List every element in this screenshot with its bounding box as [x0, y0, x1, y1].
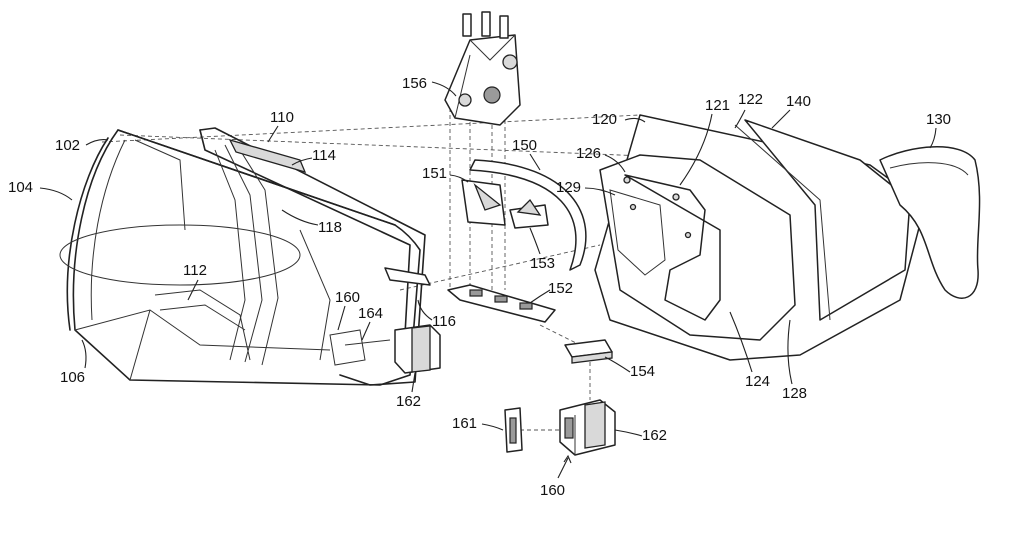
label-153: 153	[530, 255, 555, 272]
label-162a: 162	[396, 393, 421, 410]
label-151: 151	[422, 165, 447, 182]
label-102: 102	[55, 137, 80, 154]
camera-assembly-160	[504, 399, 616, 456]
component-154	[564, 339, 613, 364]
label-114: 114	[312, 147, 336, 164]
label-121: 121	[705, 97, 730, 114]
label-129: 129	[556, 179, 581, 196]
label-162b: 162	[642, 427, 667, 444]
label-154: 154	[630, 363, 655, 380]
label-118: 118	[318, 219, 342, 236]
label-150: 150	[512, 137, 537, 154]
bracket-150	[461, 159, 587, 271]
label-112: 112	[183, 262, 207, 279]
label-160b: 160	[540, 482, 565, 499]
label-124: 124	[745, 373, 770, 390]
label-104: 104	[8, 179, 33, 196]
label-110: 110	[270, 109, 294, 126]
label-116: 116	[432, 313, 456, 330]
label-161: 161	[452, 415, 477, 432]
label-160a: 160	[335, 289, 360, 306]
visor-shell	[59, 129, 421, 386]
label-120: 120	[592, 111, 617, 128]
label-130: 130	[926, 111, 951, 128]
label-140: 140	[786, 93, 811, 110]
camera-assembly-162	[329, 324, 441, 374]
label-128: 128	[782, 385, 807, 402]
camera-module-156	[444, 11, 521, 126]
label-164: 164	[358, 305, 383, 322]
label-126: 126	[576, 145, 601, 162]
label-106: 106	[60, 369, 85, 386]
label-152: 152	[548, 280, 573, 297]
headset-body	[594, 114, 926, 361]
reference-labels: 102 104 106 110 112 114 116 118 120 121 …	[8, 75, 951, 499]
label-122: 122	[738, 91, 763, 108]
mounting-plate-152	[384, 267, 556, 323]
head-pad-130	[879, 146, 981, 299]
lens-frame	[154, 127, 426, 386]
label-156: 156	[402, 75, 427, 92]
